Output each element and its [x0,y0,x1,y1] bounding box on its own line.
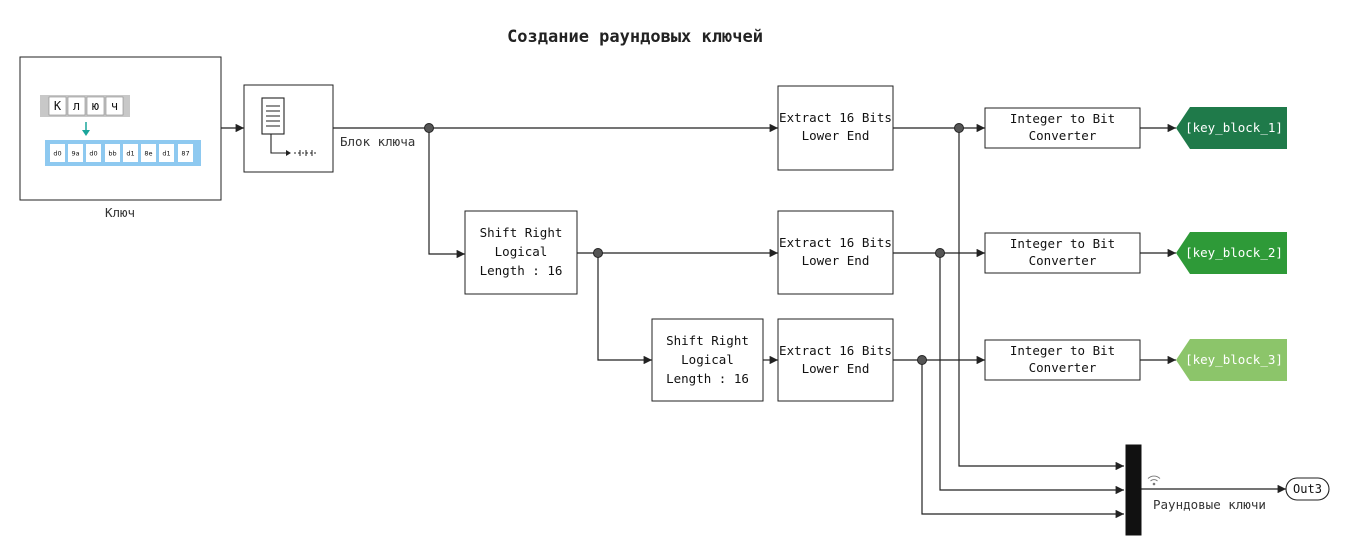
shift-block-line: Shift Right [666,333,749,348]
down-arrow-icon [82,122,90,136]
goto-tag-label: [key_block_3] [1185,352,1283,367]
key-byte: d0 [53,150,61,158]
branch-point [917,355,927,365]
shift-block-line: Length : 16 [666,371,749,386]
converter-block-line: Integer to Bit [1010,343,1115,358]
extract-block-line: Lower End [802,361,870,376]
converter-block-line: Converter [1029,360,1097,375]
shift-block-line: Logical [681,352,734,367]
mux-label: Раундовые ключи [1153,497,1266,512]
extract-block-line: Lower End [802,253,870,268]
goto-tag-label: [key_block_2] [1185,245,1283,260]
key-letter: л [73,99,80,113]
key-byte: bb [108,150,116,158]
key-letter: ч [111,99,118,113]
extract-block-line: Extract 16 Bits [779,110,892,125]
branch-point [593,248,603,258]
wires [221,123,1286,519]
key-letter: ю [92,99,99,113]
shift-block-2[interactable]: Shift Right Logical Length : 16 [651,318,764,402]
goto-tag-label: [key_block_1] [1185,120,1283,135]
converter-block-2[interactable]: Integer to Bit Converter [984,232,1141,274]
key-byte: 8e [144,150,152,158]
key-byte: 9a [71,150,79,158]
memory-icon [261,97,318,156]
extract-block-line: Extract 16 Bits [779,343,892,358]
branch-point [954,123,964,133]
converter-block-1[interactable]: Integer to Bit Converter [984,107,1141,149]
extract-block-line: Lower End [802,128,870,143]
mux-block[interactable] [1125,444,1142,536]
converter-block-line: Integer to Bit [1010,111,1115,126]
outport-label: Out3 [1293,482,1322,496]
key-block[interactable]: К л ю ч d0 9a d0 bb d1 8e d1 [19,56,222,201]
goto-tag-3[interactable]: [key_block_3] [1176,339,1287,381]
key-block-label: Ключ [105,205,135,220]
branch-points [424,123,964,365]
converter-block-3[interactable]: Integer to Bit Converter [984,339,1141,381]
signal-icon [1147,475,1161,486]
goto-tag-2[interactable]: [key_block_2] [1176,232,1287,274]
shift-block-line: Shift Right [480,225,563,240]
goto-tag-1[interactable]: [key_block_1] [1176,107,1287,149]
key-bytes: d0 9a d0 bb d1 8e d1 87 [50,144,193,162]
diagram-title: Создание раундовых ключей [507,27,763,47]
extract-block-3[interactable]: Extract 16 Bits Lower End [777,318,894,402]
key-letters: К л ю ч [48,96,124,116]
key-byte: 87 [181,150,189,158]
branch-point [935,248,945,258]
extract-block-2[interactable]: Extract 16 Bits Lower End [777,210,894,295]
converter-block-line: Integer to Bit [1010,236,1115,251]
key-byte: d0 [89,150,97,158]
memory-block-label: Блок ключа [340,134,415,149]
branch-point [424,123,434,133]
shift-block-1[interactable]: Shift Right Logical Length : 16 [464,210,578,295]
goto-tag-shape [1176,107,1287,149]
shift-block-line: Logical [495,244,548,259]
outport[interactable]: Out3 [1285,477,1330,501]
goto-tag-shape [1176,232,1287,274]
extract-block-1[interactable]: Extract 16 Bits Lower End [777,85,894,171]
key-byte: d1 [162,150,170,158]
converter-block-line: Converter [1029,128,1097,143]
converter-block-line: Converter [1029,253,1097,268]
key-letter: К [54,99,62,113]
memory-block[interactable] [243,84,334,173]
shift-block-line: Length : 16 [480,263,563,278]
key-byte: d1 [126,150,134,158]
extract-block-line: Extract 16 Bits [779,235,892,250]
goto-tag-shape [1176,339,1287,381]
